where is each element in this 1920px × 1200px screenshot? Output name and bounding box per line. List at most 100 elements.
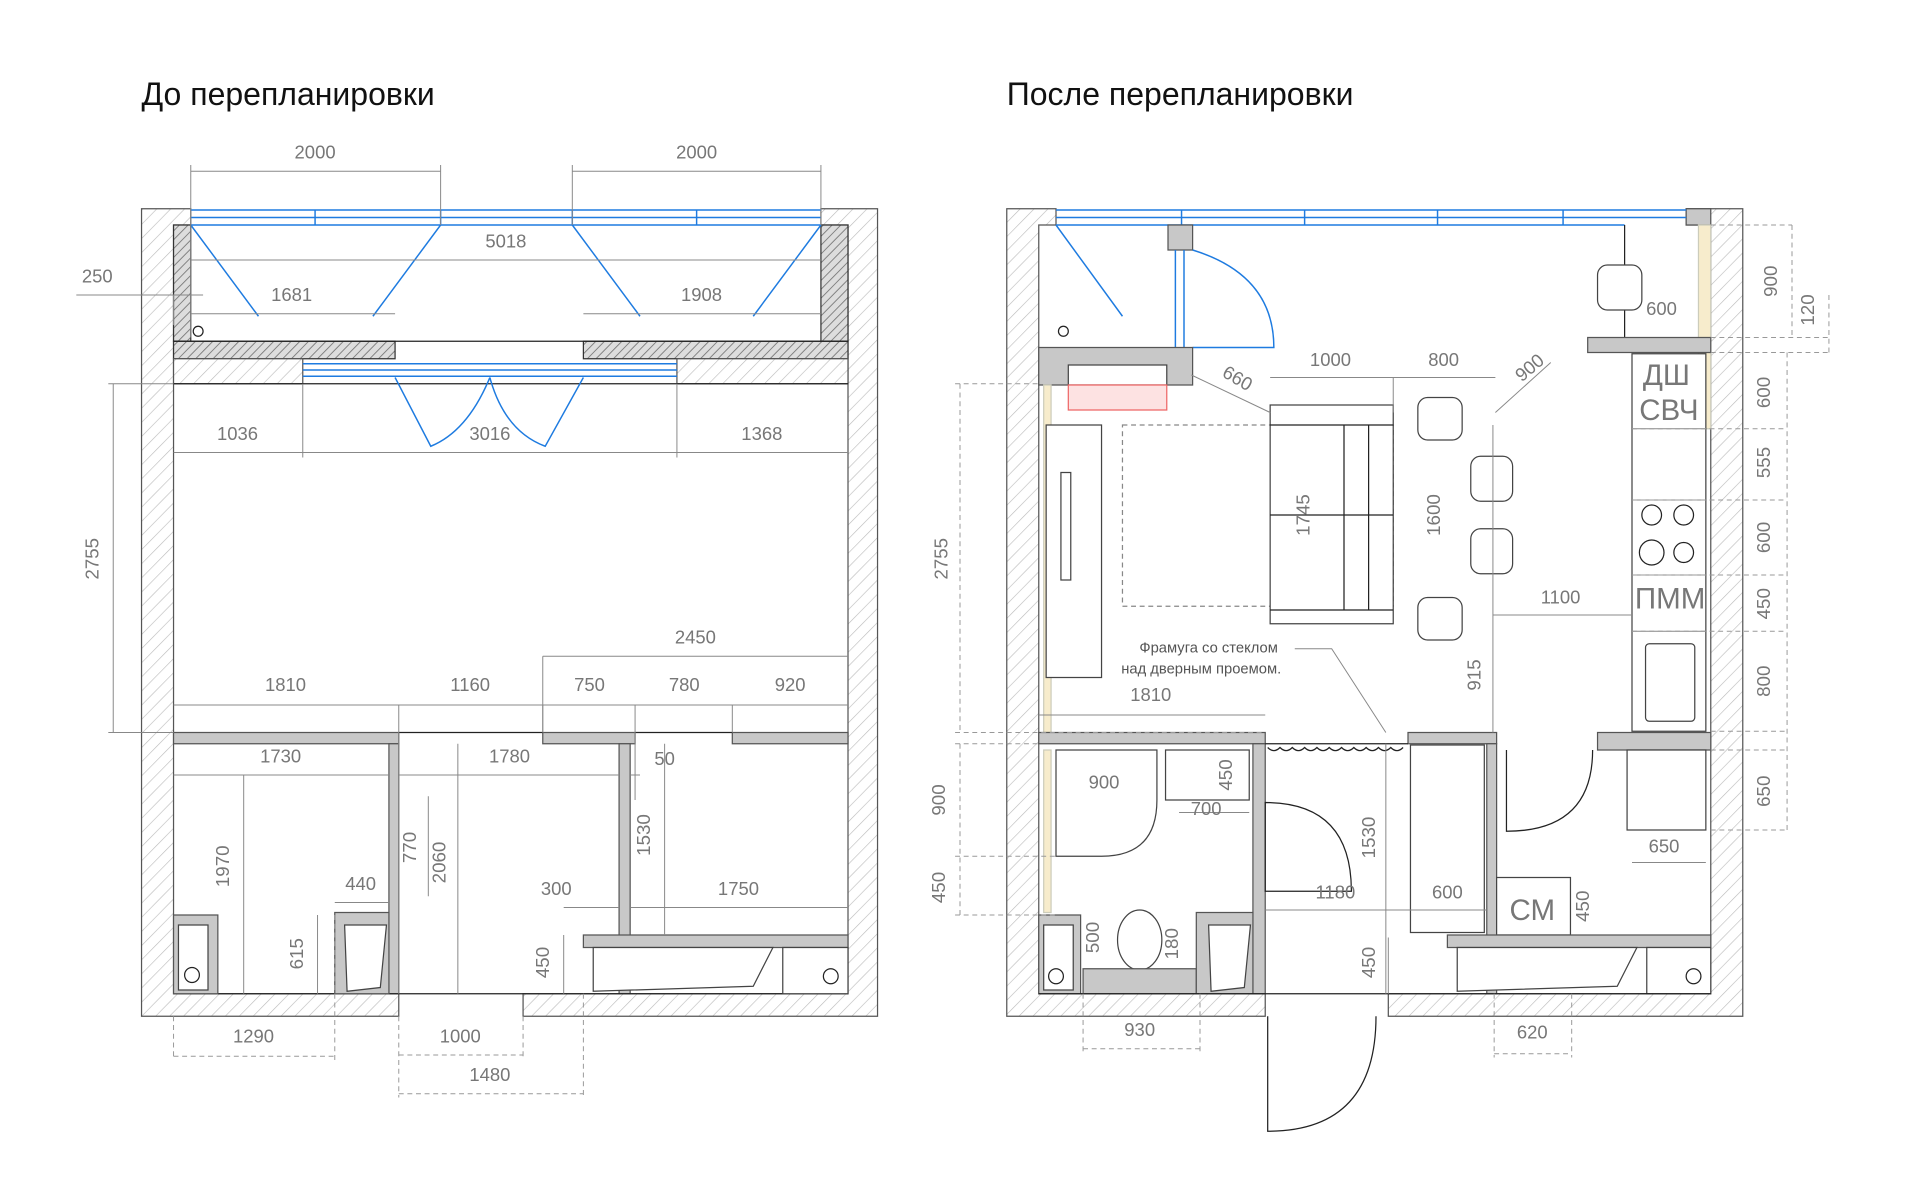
- dimension-label: 1100: [1541, 587, 1581, 608]
- dimension-label: 750: [574, 674, 605, 695]
- pipe-icon: [192, 325, 204, 337]
- title-after: После перепланировки: [1007, 76, 1354, 112]
- dimension-label: 800: [1753, 666, 1774, 697]
- dimension-label: 500: [1082, 922, 1103, 953]
- dimension-label: 555: [1753, 447, 1774, 478]
- dimension-label: 900: [928, 784, 949, 815]
- dimension-label: 1780: [489, 745, 530, 766]
- toilet: [343, 924, 388, 992]
- dimension-label: 900: [1511, 349, 1548, 385]
- bathroom-door: [1264, 801, 1353, 892]
- partition: [172, 731, 400, 745]
- partition: [388, 743, 400, 995]
- dimension-label: 1810: [1130, 684, 1171, 705]
- dimension-label: 600: [1753, 377, 1774, 408]
- sink: [1644, 643, 1696, 722]
- dimension-label: 5018: [485, 230, 526, 251]
- dimension-label: 180: [1161, 928, 1182, 959]
- bathtub: [592, 946, 774, 992]
- toilet: [1116, 909, 1163, 971]
- loggia-wall: [820, 224, 849, 342]
- dimension-label: 120: [1797, 294, 1818, 325]
- dimension-label: 2000: [676, 142, 717, 163]
- dimension-label: 450: [928, 872, 949, 903]
- balcony-wall: [172, 358, 304, 385]
- dimension-label: 660: [1219, 361, 1256, 395]
- dimension-label: 2000: [295, 142, 336, 163]
- cooktop-icon: [1638, 504, 1695, 566]
- washing-machine: [1496, 876, 1572, 936]
- dimension-label: 1908: [681, 284, 722, 305]
- label-washer: СМ: [1510, 894, 1556, 927]
- dimension-label: 650: [1649, 835, 1680, 856]
- dimension-label: 900: [1089, 772, 1120, 793]
- dimension-label: 3016: [469, 423, 510, 444]
- shower: [1055, 749, 1158, 857]
- dimension-label: 450: [1358, 947, 1379, 978]
- dimension-label: 2450: [675, 627, 716, 648]
- dimension-label: 1160: [450, 674, 490, 695]
- dimension-label: 2060: [429, 842, 450, 884]
- tv: [1060, 471, 1072, 581]
- dimension-label: 1681: [271, 284, 312, 305]
- riser-box: [177, 924, 209, 991]
- balcony-window: [302, 363, 677, 448]
- dimension-label: 1810: [265, 674, 306, 695]
- dimension-lines: [955, 224, 1832, 1058]
- note-transom-line2: над дверным проемом.: [1121, 662, 1281, 678]
- dimension-label: 780: [669, 674, 700, 695]
- dimension-label: 1180: [1316, 882, 1356, 903]
- tv-stand: [1045, 424, 1103, 679]
- dimension-label: 600: [1753, 522, 1774, 553]
- balcony-door: [1192, 249, 1275, 349]
- dimension-label: 50: [654, 748, 675, 769]
- label-microwave: СВЧ: [1639, 394, 1698, 427]
- curtain: [1267, 746, 1404, 752]
- label-dishwasher: ДШ: [1643, 359, 1690, 392]
- balcony-wall: [582, 340, 849, 360]
- dimension-label: 1000: [440, 1025, 481, 1046]
- balcony-wall: [676, 358, 849, 385]
- dimension-label: 615: [286, 938, 307, 969]
- window: [1055, 209, 1687, 317]
- riser-box: [782, 946, 849, 995]
- dimension-lines: [76, 165, 848, 1098]
- radiator-highlight: [1067, 384, 1168, 411]
- washbasin: [1164, 749, 1250, 801]
- dimension-label: 450: [532, 947, 553, 978]
- loggia-window: [190, 209, 822, 317]
- partition: [542, 731, 636, 745]
- dimension-label: 1368: [741, 423, 782, 444]
- dimension-labels: 2000 2000 5018 250 1681 1908 1036 3016 1368 2755 2…: [82, 142, 1819, 1086]
- dimension-label: 450: [1753, 588, 1774, 619]
- dimension-label: 1600: [1423, 494, 1444, 536]
- note-transom-line1: Фрамуга со стеклом: [1139, 640, 1277, 656]
- chairs: [1417, 264, 1643, 641]
- balcony-wall: [172, 340, 396, 360]
- dimension-label: 770: [399, 832, 420, 863]
- loggia-wall: [172, 224, 192, 342]
- dimension-label: 1530: [1358, 817, 1379, 859]
- entrance-door: [1267, 1016, 1377, 1132]
- dimension-label: 930: [1124, 1019, 1155, 1040]
- dimension-label: 1730: [260, 745, 301, 766]
- fridge: [1626, 749, 1707, 831]
- dimension-label: 250: [82, 265, 113, 286]
- dimension-label: 2755: [82, 538, 103, 580]
- dimension-label: 1036: [217, 423, 258, 444]
- dimension-label: 1290: [233, 1025, 274, 1046]
- dimension-label: 1530: [633, 814, 654, 856]
- dimension-label: 650: [1753, 776, 1774, 807]
- dimension-label: 600: [1432, 882, 1463, 903]
- dimension-label: 450: [1215, 759, 1236, 790]
- dimension-label: 1970: [212, 845, 233, 887]
- dimension-label: 915: [1464, 659, 1485, 690]
- plan-after: ДШ СВЧ ПММ СМ: [955, 208, 1832, 1132]
- dimension-label: 1000: [1310, 349, 1351, 370]
- plan-before: [76, 165, 879, 1098]
- bath-partition: [582, 934, 849, 949]
- title-before: До перепланировки: [142, 76, 435, 112]
- dimension-label: 2755: [931, 538, 952, 580]
- dimension-label: 450: [1572, 891, 1593, 922]
